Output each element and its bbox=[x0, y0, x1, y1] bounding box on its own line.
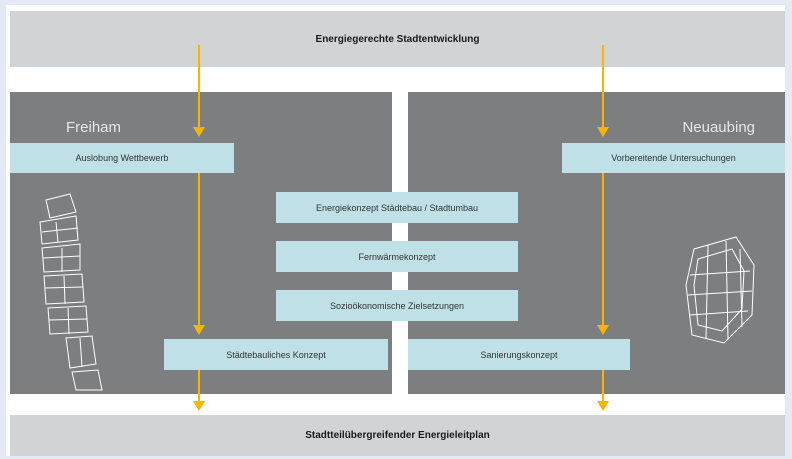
box-sanierungskonzept: Sanierungskonzept bbox=[408, 339, 630, 370]
box-vorbereitende-untersuchungen-label: Vorbereitende Untersuchungen bbox=[611, 153, 736, 163]
box-energiekonzept-label: Energiekonzept Städtebau / Stadtumbau bbox=[315, 202, 479, 213]
flow-arrows bbox=[193, 45, 609, 411]
arrow-right-middle-head bbox=[597, 325, 609, 335]
box-fernwaermekonzept-label: Fernwärmekonzept bbox=[358, 251, 436, 262]
arrow-right-bottom-head bbox=[597, 401, 609, 411]
left-panel-title: Freiham bbox=[66, 119, 122, 136]
box-fernwaermekonzept: Fernwärmekonzept bbox=[276, 241, 518, 272]
box-staedtebauliches-konzept: Städtebauliches Konzept bbox=[164, 339, 388, 370]
arrow-left-bottom-head bbox=[193, 401, 205, 411]
bottom-band-label: Stadtteilübergreifender Energieleitplan bbox=[305, 430, 490, 441]
box-soziooekonomische-zielsetzungen-label: Sozioökonomische Zielsetzungen bbox=[329, 300, 465, 311]
arrow-right-top-head bbox=[597, 127, 609, 137]
bottom-band: Stadtteilübergreifender Energieleitplan bbox=[10, 415, 785, 456]
top-band: Energiegerechte Stadtentwicklung bbox=[10, 11, 785, 67]
box-energiekonzept: Energiekonzept Städtebau / Stadtumbau bbox=[276, 192, 518, 223]
box-vorbereitende-untersuchungen: Vorbereitende Untersuchungen bbox=[562, 143, 785, 173]
box-sanierungskonzept-label: Sanierungskonzept bbox=[480, 349, 558, 360]
box-auslobung-wettbewerb-label: Auslobung Wettbewerb bbox=[75, 153, 169, 163]
box-staedtebauliches-konzept-label: Städtebauliches Konzept bbox=[226, 349, 326, 360]
top-band-label: Energiegerechte Stadtentwicklung bbox=[315, 33, 480, 45]
arrow-left-top-head bbox=[193, 127, 205, 137]
box-auslobung-wettbewerb: Auslobung Wettbewerb bbox=[10, 143, 234, 173]
diagram-frame: Energiegerechte Stadtentwicklung Freiham bbox=[6, 5, 785, 456]
freiham-district-map bbox=[39, 193, 103, 391]
box-soziooekonomische-zielsetzungen: Sozioökonomische Zielsetzungen bbox=[276, 290, 518, 321]
neuaubing-district-map bbox=[685, 236, 755, 344]
right-panel-title: Neuaubing bbox=[682, 119, 755, 136]
arrow-left-middle-head bbox=[193, 325, 205, 335]
